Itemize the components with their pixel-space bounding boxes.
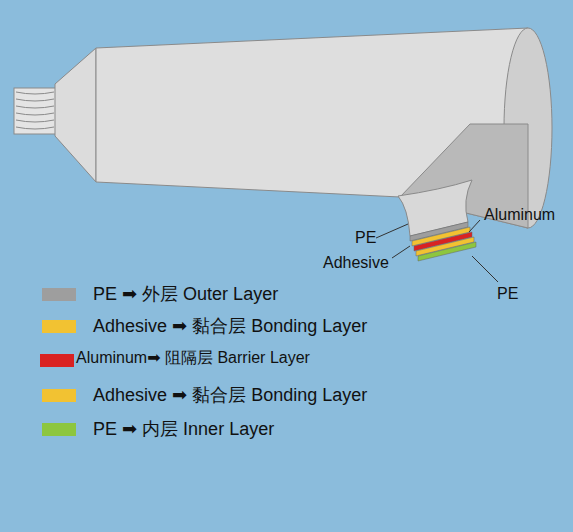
legend-text: Adhesive ➡ 黏合层 Bonding Layer [93, 314, 367, 338]
legend-swatch [42, 389, 76, 402]
legend-swatch [42, 423, 76, 436]
callout-label: Aluminum [484, 206, 555, 224]
layer-stack [410, 222, 476, 261]
legend-swatch [40, 354, 74, 367]
leader-lines [376, 220, 498, 282]
legend-text: PE ➡ 内层 Inner Layer [93, 417, 274, 441]
legend-swatch [42, 288, 76, 301]
tube-shoulder [55, 48, 96, 182]
legend-swatch [42, 320, 76, 333]
legend-text: Adhesive ➡ 黏合层 Bonding Layer [93, 383, 367, 407]
legend-text: Aluminum➡ 阻隔层 Barrier Layer [76, 348, 310, 369]
legend-text: PE ➡ 外层 Outer Layer [93, 282, 278, 306]
callout-label: PE [355, 229, 376, 247]
callout-label: PE [497, 285, 518, 303]
cap-threads [14, 88, 56, 134]
callout-label: Adhesive [323, 254, 389, 272]
